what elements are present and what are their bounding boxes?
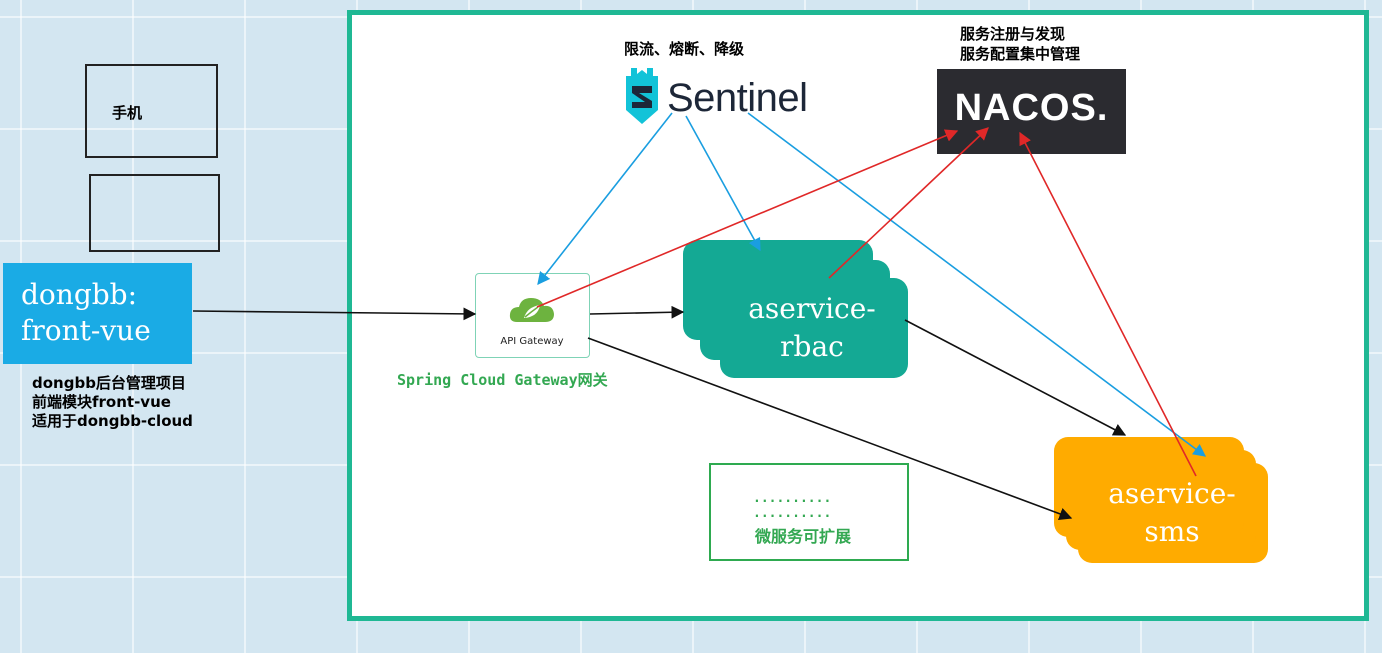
sms-label-line-2: sms [1144,515,1200,548]
rbac-service-label: aservice- rbac [732,290,892,366]
blank-client-box[interactable] [89,174,220,252]
nacos-caption: 服务注册与发现 服务配置集中管理 [960,24,1080,64]
nacos-caption-line-1: 服务注册与发现 [960,25,1066,43]
arrow-sentinel-to-rbac [685,115,761,252]
extension-dots-line-1: .......... [753,491,832,506]
arrow-gateway-to-rbac [589,305,685,319]
sms-service-label: aservice- sms [1092,475,1252,551]
arrow-front-to-gateway [192,307,477,321]
nacos-box[interactable]: NACOS. [937,69,1126,154]
front-vue-description: dongbb后台管理项目 前端模块front-vue 适用于dongbb-clo… [32,374,193,431]
rbac-label-line-2: rbac [780,330,844,363]
description-line-1: dongbb后台管理项目 [32,374,186,392]
extension-label: 微服务可扩展 [755,527,852,546]
arrow-rbac-to-sms [904,319,1127,436]
arrow-sms-to-nacos [1019,131,1197,477]
rbac-card-front[interactable] [683,240,873,340]
api-gateway-icon-label: API Gateway [500,336,564,347]
api-gateway-box[interactable]: API Gateway [475,273,590,358]
microservice-extension-box[interactable]: .......... .......... 微服务可扩展 [709,463,909,561]
arrow-gateway-to-nacos [536,129,959,308]
rbac-label-line-1: aservice- [748,292,876,325]
arrow-gateway-to-sms [587,337,1073,520]
phone-client-box[interactable]: 手机 [85,64,218,158]
gateway-caption: Spring Cloud Gateway网关 [397,371,608,389]
front-vue-box[interactable]: dongbb: front-vue [3,263,192,364]
description-line-2: 前端模块front-vue [32,393,171,411]
extension-dots-line-2: .......... [753,506,832,521]
phone-client-label: 手机 [112,104,143,122]
sentinel-wordmark: Sentinel [667,76,808,120]
front-vue-line-2: front-vue [21,314,151,347]
nacos-caption-line-2: 服务配置集中管理 [960,45,1081,63]
arrow-sentinel-to-sms [747,112,1207,457]
sms-label-line-1: aservice- [1108,477,1236,510]
sms-card-front[interactable] [1054,437,1244,537]
sentinel-tower-icon [626,68,658,124]
arrow-rbac-to-nacos [828,127,989,279]
front-vue-line-1: dongbb: [21,278,138,311]
nacos-wordmark: NACOS. [954,87,1109,129]
extension-dots: .......... .......... [753,491,831,521]
description-line-3: 适用于dongbb-cloud [32,412,193,430]
sentinel-caption: 限流、熔断、降级 [624,40,745,58]
arrow-sentinel-to-gateway [537,112,673,286]
